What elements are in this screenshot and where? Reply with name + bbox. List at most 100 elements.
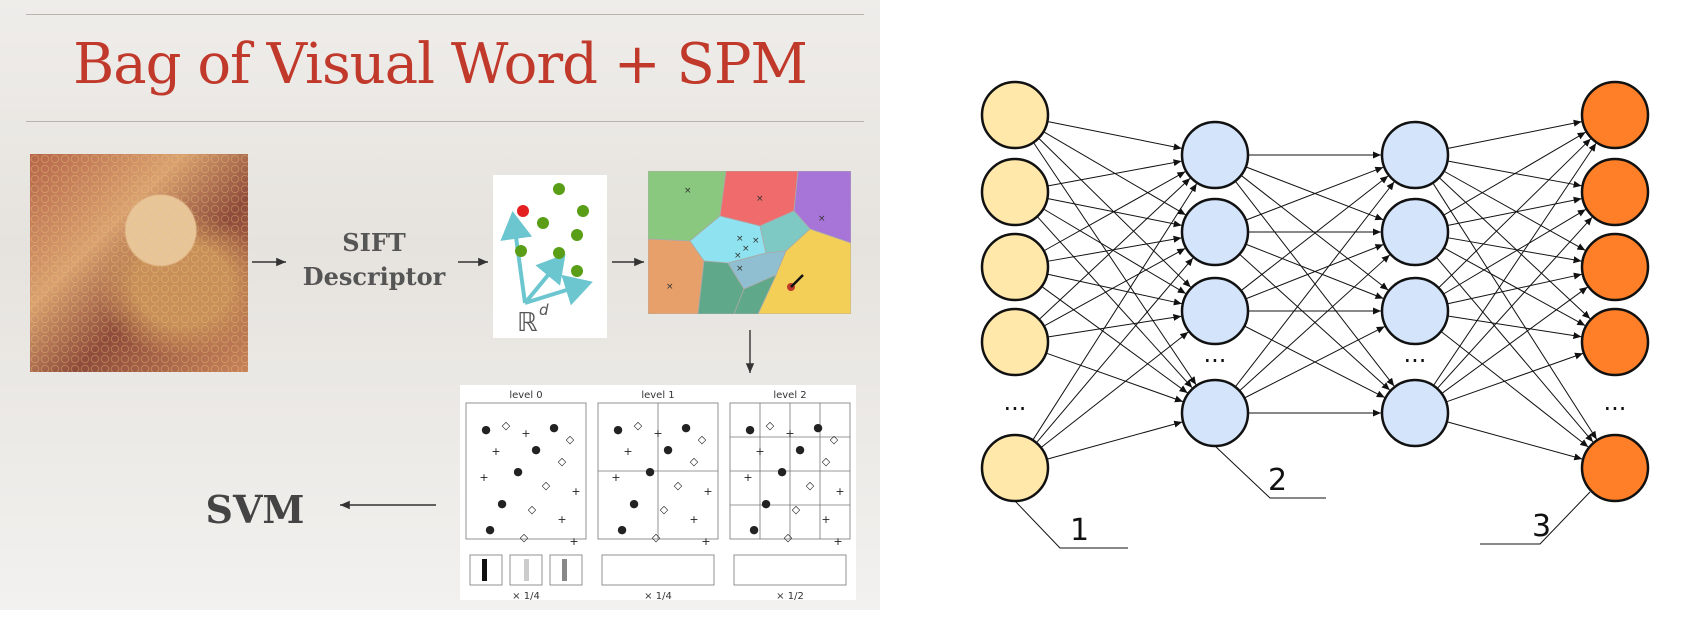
connection-0-2-0	[1043, 171, 1186, 252]
hidden-2-node-0	[1380, 120, 1450, 190]
svg-text:●: ●	[497, 497, 507, 510]
input-ellipsis: ...	[1004, 388, 1027, 416]
connection-0-3-3	[1045, 352, 1184, 403]
callout-label-1: 1	[1070, 513, 1089, 548]
hidden-1-ellipsis: ...	[1204, 340, 1227, 368]
output-node-0	[1580, 80, 1650, 150]
connection-1-2-0	[1240, 175, 1389, 292]
connection-2-2-3	[1447, 315, 1582, 340]
connection-2-3-0	[1432, 142, 1597, 386]
title-underline	[26, 121, 864, 122]
neural-network-diagram: ............123	[980, 80, 1650, 549]
connection-0-2-2	[1047, 273, 1182, 306]
svg-text:●: ●	[531, 443, 541, 456]
svg-text:●: ●	[813, 421, 823, 434]
pyramid-level-1: level 1	[641, 390, 674, 401]
connection-0-1-3	[1036, 216, 1193, 389]
connection-0-0-0	[1047, 120, 1182, 151]
connection-0-1-1	[1047, 197, 1182, 228]
svg-text:◇: ◇	[830, 433, 839, 446]
connection-0-2-3	[1041, 286, 1188, 394]
svg-text:×: ×	[734, 251, 742, 261]
svg-text:●: ●	[749, 523, 759, 536]
svg-text:●: ●	[513, 465, 523, 478]
svg-text:+: +	[521, 427, 530, 440]
hidden-2-node-3	[1380, 378, 1450, 448]
pyramid-level-2: level 2	[773, 390, 806, 401]
connection-2-1-4	[1435, 256, 1594, 443]
connection-2-0-3	[1438, 177, 1591, 320]
connection-2-3-4	[1446, 421, 1583, 461]
svg-text:●: ●	[617, 523, 627, 536]
svg-text:+: +	[743, 471, 752, 484]
connection-2-2-4	[1440, 330, 1589, 448]
pipeline-arrows	[252, 257, 755, 510]
svg-text:◇: ◇	[674, 479, 683, 492]
svg-text:+: +	[479, 471, 488, 484]
svg-text:◇: ◇	[806, 479, 815, 492]
svg-text:◇: ◇	[652, 531, 661, 544]
feature-axis-diag	[523, 253, 566, 305]
output-ellipsis: ...	[1604, 388, 1627, 416]
hidden-1-node-1	[1180, 197, 1250, 267]
output-node-1	[1580, 157, 1650, 227]
sift-descriptor-label: SIFT Descriptor	[294, 226, 454, 294]
pyramid-weight-0: × 1/4	[512, 591, 540, 600]
connection-0-4-1	[1035, 257, 1194, 444]
callout-leader-2	[1214, 445, 1326, 499]
callout-leader-3	[1480, 491, 1591, 545]
svg-text:◇: ◇	[660, 503, 669, 516]
svg-text:+: +	[689, 513, 698, 526]
connection-2-0-0	[1447, 119, 1582, 150]
svg-text:◇: ◇	[690, 455, 699, 468]
slide-panel: Bag of Visual Word + SPM SIFT Descriptor	[0, 0, 880, 610]
slide-title: Bag of Visual Word + SPM	[73, 32, 808, 97]
svg-text:●: ●	[663, 443, 673, 456]
svg-text:●: ●	[613, 423, 623, 436]
callout-label-3: 3	[1532, 509, 1551, 544]
svg-text:●: ●	[481, 423, 491, 436]
connection-2-2-0	[1438, 138, 1592, 289]
svg-text:◇: ◇	[542, 479, 551, 492]
svg-text:+: +	[821, 513, 830, 526]
svg-text:+: +	[835, 485, 844, 498]
svg-text:×: ×	[736, 234, 744, 244]
svg-text:●: ●	[629, 497, 639, 510]
feature-axis-right	[524, 274, 593, 306]
svg-text:+: +	[611, 471, 620, 484]
input-node-1	[980, 157, 1050, 227]
svg-text:●: ●	[681, 421, 691, 434]
pyramid-level-0: level 0	[509, 390, 542, 401]
svg-text:◇: ◇	[520, 531, 529, 544]
connection-0-3-0	[1038, 177, 1191, 320]
svg-text:+: +	[833, 535, 842, 548]
query-point	[517, 205, 529, 217]
svg-text:×: ×	[818, 214, 826, 224]
pyramid-weight-1: × 1/4	[644, 591, 672, 600]
connection-1-1-0	[1245, 166, 1384, 221]
svm-label: SVM	[205, 487, 305, 532]
feature-space-symbol: ℝ	[517, 308, 538, 338]
hidden-1-node-0	[1180, 120, 1250, 190]
connection-2-0-2	[1443, 170, 1586, 251]
feature-space-plot: ℝ d	[500, 183, 593, 338]
svg-text:+: +	[557, 513, 566, 526]
connection-2-1-3	[1443, 247, 1586, 327]
svg-text:◇: ◇	[566, 433, 575, 446]
svg-text:●: ●	[795, 443, 805, 456]
output-node-4	[1580, 433, 1650, 503]
connection-2-0-4	[1432, 182, 1598, 440]
feature-space-exponent: d	[539, 301, 549, 319]
feature-space-figure: ℝ d	[493, 175, 607, 338]
hidden-1-node-2	[1180, 276, 1250, 346]
connection-0-1-2	[1043, 208, 1187, 295]
input-photo	[30, 154, 248, 372]
hidden-2-ellipsis: ...	[1404, 340, 1427, 368]
connection-1-2-1	[1245, 244, 1384, 300]
svg-text:×: ×	[684, 186, 692, 196]
svg-text:◇: ◇	[558, 455, 567, 468]
svg-text:+: +	[701, 535, 710, 548]
connection-2-3-2	[1441, 286, 1588, 394]
connection-0-0-2	[1038, 137, 1192, 288]
svg-text:◇: ◇	[528, 503, 537, 516]
